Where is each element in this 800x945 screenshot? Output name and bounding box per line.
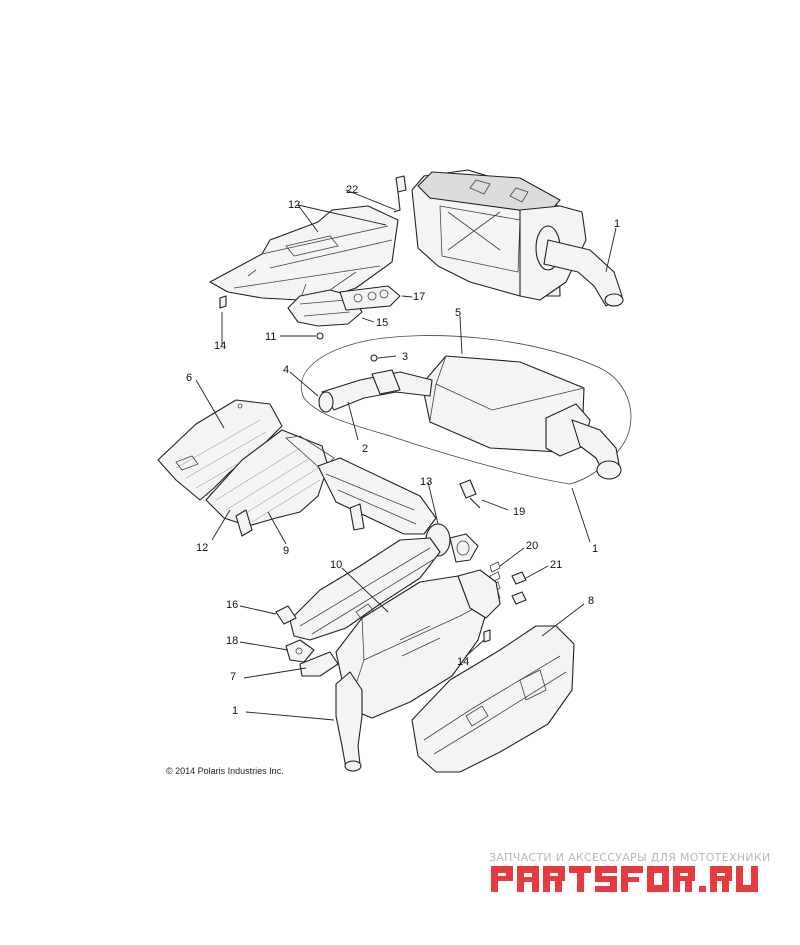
spring-20 xyxy=(489,561,501,603)
leader-lines xyxy=(195,189,617,721)
top-muffler xyxy=(411,169,587,301)
header-pipe-2 xyxy=(318,369,433,413)
bolt-21 xyxy=(511,571,527,605)
heat-shield-8 xyxy=(411,625,575,773)
callout: 20 xyxy=(526,540,538,552)
nut-3 xyxy=(370,354,378,362)
callout: 18 xyxy=(226,635,238,647)
callout: 13 xyxy=(420,476,432,488)
callout-labels: 22 12 1 17 15 11 14 5 3 4 6 2 13 19 1 12… xyxy=(186,184,620,717)
mid-pipe-shield xyxy=(317,457,437,535)
top-heat-shield xyxy=(209,205,399,301)
bracket-16 xyxy=(275,605,297,625)
tailpipe-mid xyxy=(571,419,622,480)
copyright-notice: © 2014 Polaris Industries Inc. xyxy=(166,766,284,776)
bracket-18 xyxy=(285,639,315,663)
top-tailpipe xyxy=(543,239,624,307)
callout: 1 xyxy=(614,218,620,230)
callout: 8 xyxy=(588,595,594,607)
bottom-tailpipe xyxy=(335,671,363,772)
callout: 1 xyxy=(592,543,598,555)
callout: 21 xyxy=(550,559,562,571)
callout: 16 xyxy=(226,599,238,611)
callout: 12 xyxy=(288,199,300,211)
sensor-22 xyxy=(393,175,407,213)
callout: 6 xyxy=(186,372,192,384)
bracket-7 xyxy=(299,651,339,677)
fastener-14-top xyxy=(219,295,227,309)
callout: 14 xyxy=(214,340,226,352)
heat-shield-9 xyxy=(205,429,335,537)
callout: 5 xyxy=(455,307,461,319)
callout: 12 xyxy=(196,542,208,554)
bottom-muffler xyxy=(335,569,501,719)
callout: 2 xyxy=(362,443,368,455)
callout: 1 xyxy=(232,705,238,717)
top-manifold-clamp xyxy=(287,285,401,327)
fastener-14-bottom xyxy=(483,629,491,643)
bolt-11 xyxy=(316,332,324,340)
callout: 11 xyxy=(265,331,276,343)
watermark-logo xyxy=(491,866,758,892)
watermark-tagline: ЗАПЧАСТИ И АКСЕССУАРЫ ДЛЯ МОТОТЕХНИКИ xyxy=(489,851,771,864)
callout: 15 xyxy=(376,317,388,329)
callout: 14 xyxy=(457,656,469,668)
callout: 9 xyxy=(283,545,289,557)
callout: 19 xyxy=(513,506,525,518)
sensor-19 xyxy=(459,479,481,509)
callout: 22 xyxy=(346,184,358,196)
callout: 3 xyxy=(402,351,408,363)
callout: 17 xyxy=(413,291,425,303)
muffler-outline-rear xyxy=(300,335,632,485)
muffler-5 xyxy=(421,355,591,457)
callout: 4 xyxy=(283,364,289,376)
callout: 10 xyxy=(330,559,342,571)
callout: 7 xyxy=(230,671,236,683)
